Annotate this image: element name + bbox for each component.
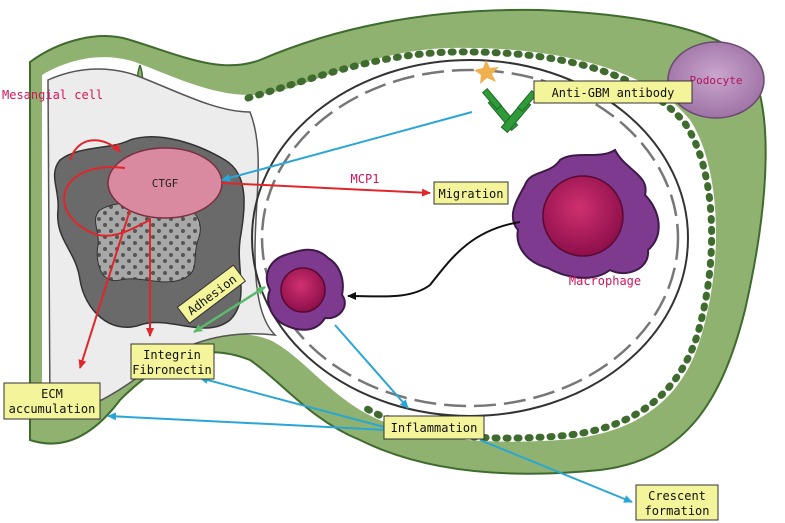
migration-box: Migration: [433, 181, 509, 205]
formation-text: formation: [644, 504, 709, 518]
crescent-box: Crescent formation: [635, 484, 719, 521]
inflammation-text: Inflammation: [391, 421, 478, 435]
integrin-text: Integrin: [143, 348, 201, 362]
migration-text: Migration: [438, 187, 503, 201]
blue-arrows: [107, 111, 633, 503]
mcp1-label: MCP1: [351, 172, 380, 186]
migration-arrow: [347, 221, 521, 301]
fibronectin-text: Fibronectin: [132, 363, 211, 377]
ctgf-label: CTGF: [152, 177, 179, 190]
mesangial-cell-label: Mesangial cell: [2, 88, 103, 102]
macrophage-large-nucleus: [542, 175, 624, 257]
adhesion-arrow: [193, 285, 266, 334]
podocyte-label: Podocyte: [690, 74, 743, 87]
red-arrows: [63, 139, 431, 369]
crescent-text: Crescent: [648, 489, 706, 503]
anti-gbm-text: Anti-GBM antibody: [552, 86, 675, 100]
ecm-text: ECM: [41, 387, 63, 401]
inflammation-box: Inflammation: [383, 415, 485, 440]
foot-processes-ring: [244, 48, 716, 442]
macrophage-small-nucleus: [280, 267, 326, 313]
capillary-inner-ring: [260, 68, 680, 408]
macrophage-label: Macrophage: [569, 274, 641, 288]
anti-gbm-box: Anti-GBM antibody: [533, 80, 693, 104]
integrin-box: Integrin Fibronectin: [130, 343, 215, 380]
accumulation-text: accumulation: [9, 402, 96, 416]
ecm-box: ECM accumulation: [3, 382, 101, 420]
antibody-icon: [474, 60, 538, 134]
